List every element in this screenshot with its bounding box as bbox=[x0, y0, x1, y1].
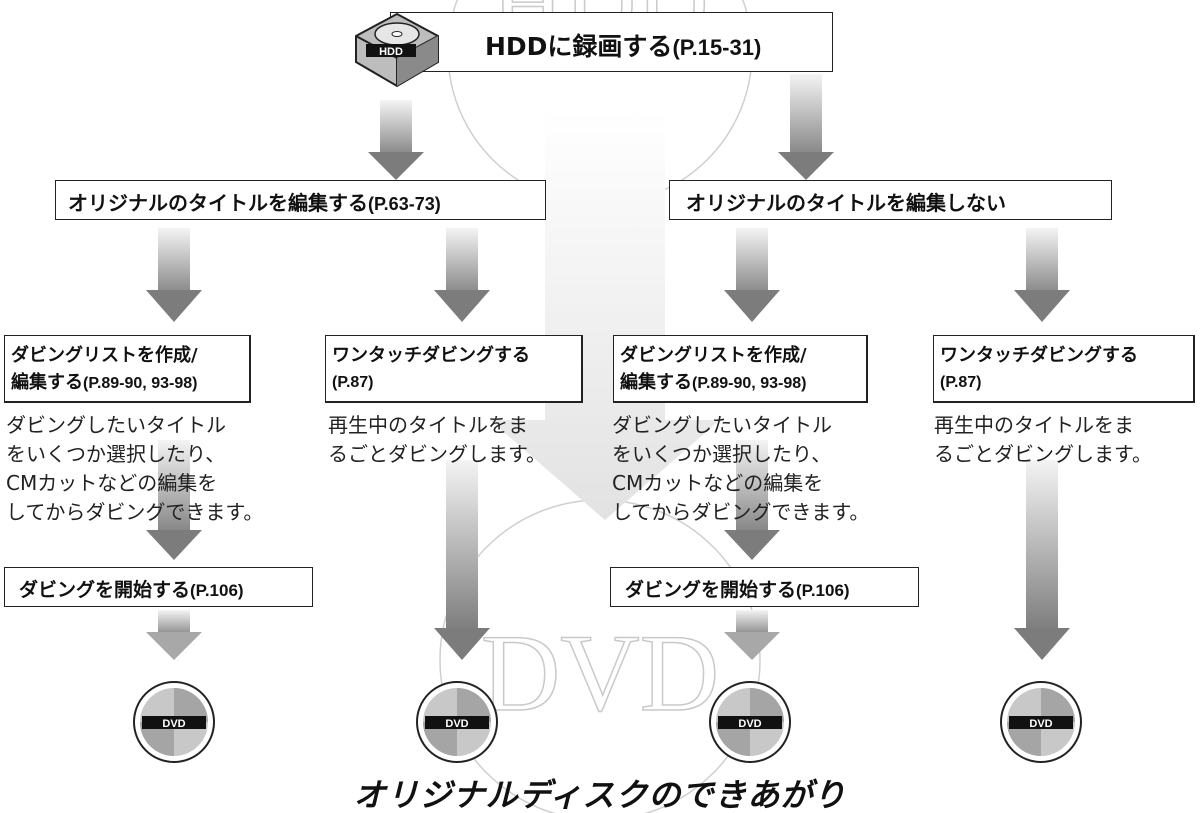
record-to-hdd-title: HDDに録画する(P.15-31) bbox=[485, 27, 761, 63]
dvd-disc-icon: DVD bbox=[416, 681, 498, 763]
edit-original-titles-box: オリジナルのタイトルを編集する(P.63-73) bbox=[55, 180, 546, 220]
dvd-watermark-text: DVD bbox=[481, 612, 719, 734]
col4-description: 再生中のタイトルをま るごとダビングします。 bbox=[934, 411, 1152, 469]
col1-desc-line: ダビングしたいタイトル bbox=[6, 413, 226, 437]
arrow-col2-disc bbox=[434, 460, 490, 660]
col4-page: (P.87) bbox=[940, 374, 982, 391]
dvd-disc-icon: DVD bbox=[709, 681, 791, 763]
edit-original-titles-text: オリジナルのタイトルを編集する(P.63-73) bbox=[68, 187, 441, 216]
col2-desc-line: 再生中のタイトルをま bbox=[328, 413, 528, 437]
arrow-top-right bbox=[778, 74, 834, 180]
record-to-hdd-label: HDDに録画する bbox=[485, 32, 673, 61]
col3-page: (P.89-90, 93-98) bbox=[692, 375, 807, 392]
no-edit-original-titles-text: オリジナルのタイトルを編集しない bbox=[686, 187, 1006, 216]
arrow-col1-start bbox=[146, 440, 202, 560]
col3-description: ダビングしたいタイトル をいくつか選択したり、 CMカットなどの編集を してから… bbox=[612, 411, 869, 527]
col2-desc-line: るごとダビングします。 bbox=[328, 442, 546, 466]
col1-start-dubbing-box: ダビングを開始する(P.106) bbox=[4, 567, 313, 607]
col3-start-page: (P.106) bbox=[796, 581, 850, 600]
no-edit-original-titles-label: オリジナルのタイトルを編集しない bbox=[686, 191, 1006, 215]
dvd-disc-label: DVD bbox=[162, 718, 185, 730]
col4-desc-line: 再生中のタイトルをま bbox=[934, 413, 1134, 437]
col3-desc-line: CMカットなどの編集を bbox=[612, 471, 824, 495]
col1-desc-line: CMカットなどの編集を bbox=[6, 471, 218, 495]
col3-title-line1: ダビングリストを作成/ bbox=[620, 345, 807, 366]
hdd-icon: HDD bbox=[355, 12, 439, 88]
col4-one-touch-dubbing-box: ワンタッチダビングする (P.87) bbox=[933, 335, 1195, 403]
col3-desc-line: してからダビングできます。 bbox=[612, 500, 870, 524]
arrow-branch-left-col1 bbox=[146, 228, 202, 322]
col4-title: ワンタッチダビングする bbox=[940, 345, 1138, 366]
arrow-branch-right-col3 bbox=[724, 228, 780, 322]
record-to-hdd-page: (P.15-31) bbox=[672, 35, 762, 60]
dvd-disc-icon: DVD bbox=[1000, 681, 1082, 763]
col3-start-label: ダビングを開始する bbox=[625, 579, 797, 601]
col3-start-dubbing-box: ダビングを開始する(P.106) bbox=[610, 567, 919, 607]
col1-dubbing-list-box: ダビングリストを作成/ 編集する(P.89-90, 93-98) bbox=[4, 335, 251, 403]
col1-start-page: (P.106) bbox=[190, 581, 244, 600]
col3-title-line2: 編集する bbox=[620, 372, 692, 393]
record-to-hdd-box: HDDに録画する(P.15-31) bbox=[390, 12, 833, 72]
dvd-disc-label: DVD bbox=[445, 718, 468, 730]
col1-title-line1: ダビングリストを作成/ bbox=[11, 345, 198, 366]
dvd-disc-label: DVD bbox=[1029, 718, 1052, 730]
central-big-arrow bbox=[490, 110, 720, 520]
dvd-disc-icon: DVD bbox=[133, 681, 215, 763]
col1-title-line2: 編集する bbox=[11, 372, 83, 393]
arrow-col3-start bbox=[724, 440, 780, 560]
edit-original-titles-page: (P.63-73) bbox=[368, 194, 441, 214]
col3-dubbing-list-box: ダビングリストを作成/ 編集する(P.89-90, 93-98) bbox=[613, 335, 868, 403]
no-edit-original-titles-box: オリジナルのタイトルを編集しない bbox=[669, 180, 1112, 220]
col4-desc-line: るごとダビングします。 bbox=[934, 442, 1152, 466]
col2-title: ワンタッチダビングする bbox=[332, 345, 530, 366]
arrow-branch-right-col4 bbox=[1014, 228, 1070, 322]
hdd-icon-label: HDD bbox=[379, 46, 403, 58]
col3-desc-line: をいくつか選択したり、 bbox=[612, 442, 832, 466]
dvd-disc-label: DVD bbox=[738, 718, 761, 730]
col1-desc-line: をいくつか選択したり、 bbox=[6, 442, 226, 466]
arrow-col4-disc bbox=[1014, 460, 1070, 660]
original-disc-completed-caption: オリジナルディスクのできあがり bbox=[353, 776, 847, 813]
col1-start-label: ダビングを開始する bbox=[19, 579, 191, 601]
arrow-top-left bbox=[368, 100, 424, 180]
col2-description: 再生中のタイトルをま るごとダビングします。 bbox=[328, 411, 546, 469]
col1-desc-line: してからダビングできます。 bbox=[6, 500, 264, 524]
arrow-col3-disc bbox=[724, 610, 780, 660]
col2-one-touch-dubbing-box: ワンタッチダビングする (P.87) bbox=[325, 335, 583, 403]
arrow-branch-left-col2 bbox=[434, 228, 490, 322]
edit-original-titles-label: オリジナルのタイトルを編集する bbox=[68, 191, 368, 215]
col1-page: (P.89-90, 93-98) bbox=[83, 375, 198, 392]
arrow-col1-disc bbox=[146, 610, 202, 660]
col2-page: (P.87) bbox=[332, 374, 374, 391]
col3-desc-line: ダビングしたいタイトル bbox=[612, 413, 832, 437]
col1-description: ダビングしたいタイトル をいくつか選択したり、 CMカットなどの編集を してから… bbox=[6, 411, 263, 527]
